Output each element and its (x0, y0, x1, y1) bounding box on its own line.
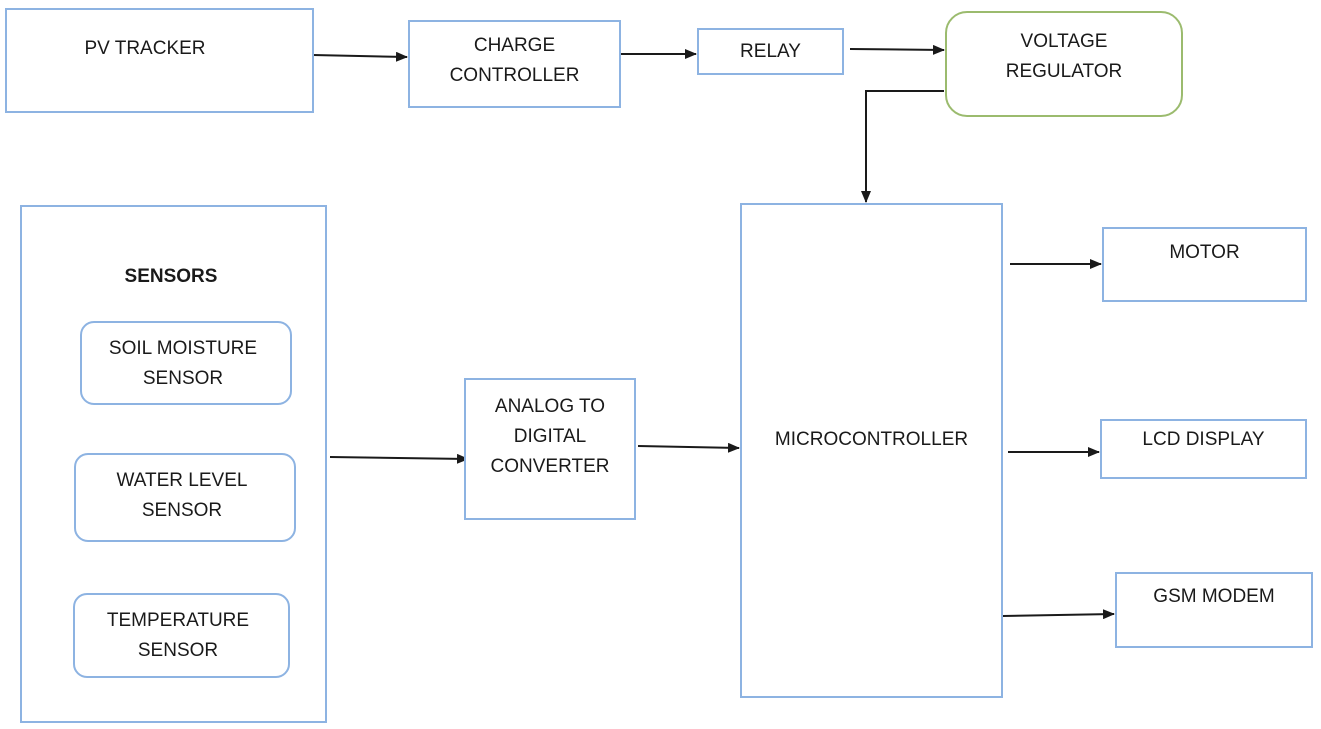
soil-moisture-sensor-block (80, 321, 292, 405)
microcontroller-label: MICROCONTROLLER (774, 429, 969, 450)
arrow-adc-to-mcu (637, 442, 740, 453)
charge-controller-block (408, 20, 621, 108)
adc-label: ANALOG TO DIGITAL CONVERTER (490, 396, 610, 477)
voltage-regulator-label: VOLTAGE REGULATOR (1005, 31, 1123, 82)
motor-block (1102, 227, 1307, 302)
adc-block (464, 378, 636, 520)
lcd-display-label: LCD DISPLAY (1142, 429, 1265, 450)
voltage-regulator-block (945, 11, 1183, 117)
pv-tracker-block (5, 8, 314, 113)
arrow-mcu-to-gsm (1002, 609, 1115, 620)
pv-tracker-label: PV TRACKER (84, 38, 206, 59)
water-level-sensor-block (74, 453, 296, 542)
gsm-modem-block (1115, 572, 1313, 648)
water-level-sensor-label: WATER LEVEL SENSOR (116, 470, 248, 521)
sensors-title: SENSORS (124, 266, 218, 287)
gsm-modem-label: GSM MODEM (1153, 586, 1275, 607)
temperature-sensor-block (73, 593, 290, 678)
arrow-regulator-to-mcu (861, 90, 944, 203)
soil-moisture-sensor-label: SOIL MOISTURE SENSOR (108, 338, 258, 389)
arrow-relay-to-regulator (849, 44, 945, 55)
motor-label: MOTOR (1169, 242, 1240, 263)
arrow-sensors-to-adc (329, 453, 469, 464)
charge-controller-label: CHARGE CONTROLLER (449, 35, 580, 86)
relay-label: RELAY (740, 41, 801, 62)
relay-block (697, 28, 844, 75)
lcd-display-block (1100, 419, 1307, 479)
temperature-sensor-label: TEMPERATURE SENSOR (106, 610, 250, 661)
arrow-pv-to-charge (312, 51, 408, 62)
microcontroller-block (740, 203, 1003, 698)
